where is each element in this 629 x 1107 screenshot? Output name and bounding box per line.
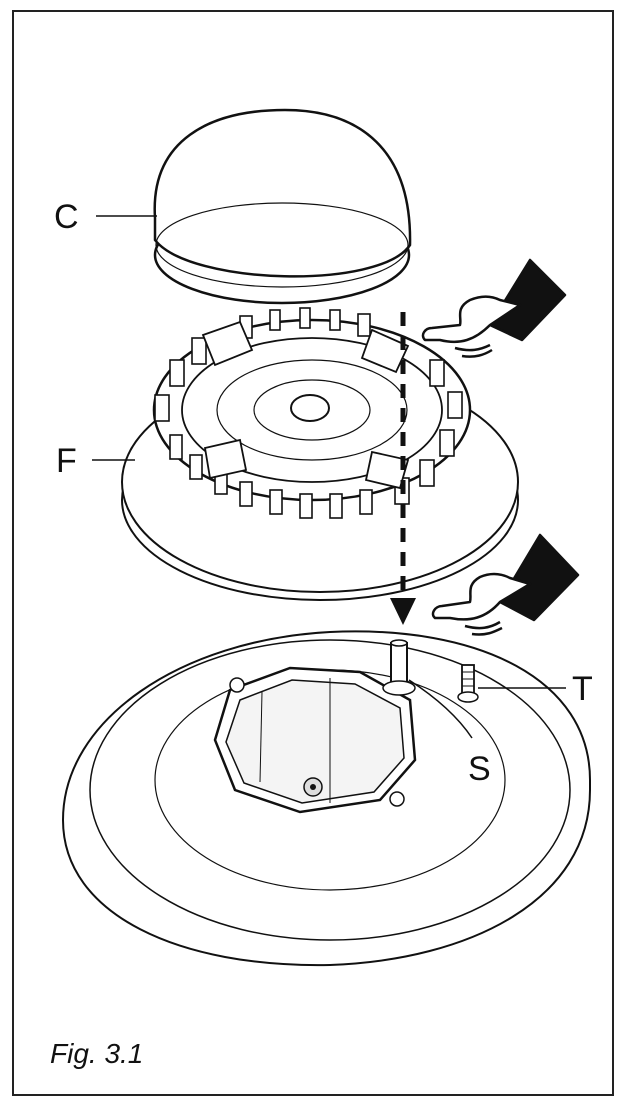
figure-frame xyxy=(12,10,614,1096)
down-arrow-icon xyxy=(390,312,416,625)
flame-spreader xyxy=(121,307,519,601)
label-thermocouple: T xyxy=(572,670,593,708)
figure-caption: Fig. 3.1 xyxy=(50,1038,144,1069)
burner-cap xyxy=(153,108,412,305)
label-cap: C xyxy=(54,198,79,236)
pointing-hand-icon xyxy=(431,533,580,636)
leader-lines xyxy=(92,215,566,739)
label-flame-spreader: F xyxy=(56,442,77,480)
label-spark-plug: S xyxy=(468,750,491,788)
pointing-hand-icon xyxy=(421,258,567,358)
burner-base xyxy=(61,630,591,967)
